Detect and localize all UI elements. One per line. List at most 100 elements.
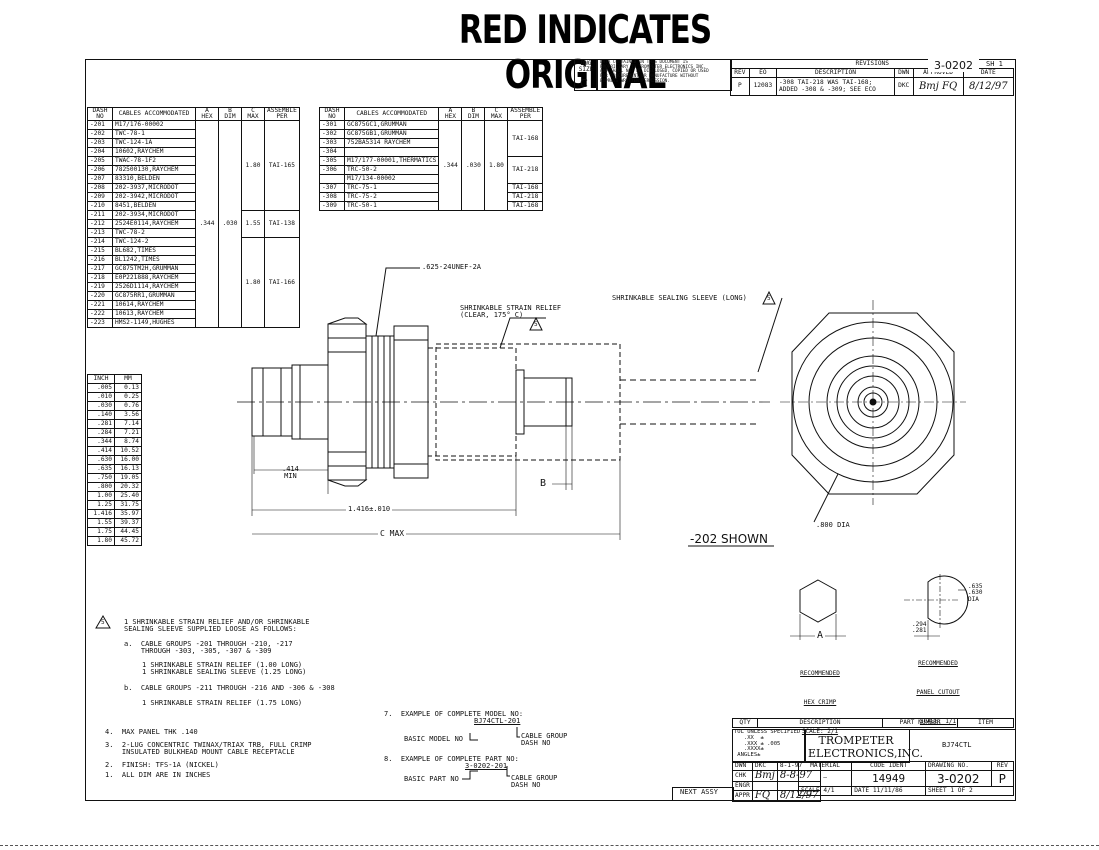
- cutout-dims-flat: .294 .281: [912, 621, 927, 635]
- table2-header-5: ASSEMBLE PER: [507, 106, 544, 122]
- cable-name: TRC-50-1: [343, 201, 440, 212]
- a-hex-value: .344: [195, 120, 219, 329]
- cable-name: HMS2-1149,HUGHES: [112, 318, 196, 329]
- revision-dwn: DKC: [893, 77, 914, 96]
- c-max-value: 1.80: [241, 237, 265, 329]
- flag-5-sealing-sleeve: 5: [767, 295, 771, 302]
- note-7: 7. EXAMPLE OF COMPLETE MODEL NO:: [384, 710, 524, 718]
- table1-header-5: ASSEMBLE PER: [264, 106, 300, 122]
- table1-header-0: DASH NO: [87, 106, 113, 122]
- dim-b: B: [540, 478, 547, 489]
- rev-label: REV: [990, 761, 1015, 771]
- dim-414-min: .414 MIN: [282, 465, 299, 481]
- note-2: 2. FINISH: TFS-1A (NICKEL): [105, 761, 219, 769]
- code-ident-value: 14949: [851, 770, 926, 787]
- qty-header: QTY: [732, 718, 758, 728]
- date-value: DATE 11/11/86: [851, 786, 926, 796]
- header-drawing-number: 3-0202: [928, 59, 979, 72]
- eo-value: 12083: [748, 77, 778, 96]
- revisions-table: REVISIONS REV EO DESCRIPTION DWN APPROVE…: [730, 59, 1015, 96]
- dia-800: .800 DIA: [816, 521, 850, 529]
- material-label: MATERIAL: [797, 761, 853, 771]
- flag-5-note: 5: [101, 619, 105, 626]
- hex-caption-line-3: SCALE: 2/1: [801, 727, 839, 735]
- hex-dim-a: A: [815, 630, 826, 641]
- code-ident-label: CODE IDENT: [851, 761, 926, 771]
- basic-part-label: BASIC PART NO: [404, 775, 459, 783]
- cutout-caption-line-1: RECOMMENDED: [918, 660, 958, 668]
- company-name: TROMPETER ELECTRONICS,INC.: [808, 734, 923, 760]
- dwn-label: DWN: [732, 761, 753, 771]
- assemble-per-value: TAI-168: [507, 201, 544, 212]
- assemble-per-value: TAI-165: [264, 120, 300, 212]
- dwg-size-label: DWG SIZE: [578, 60, 594, 74]
- title-model: BJ74CTL: [942, 741, 972, 749]
- parts-list-header: QTY DESCRIPTION PART NUMBER ITEM: [732, 718, 1014, 728]
- c-max-value: 1.80: [241, 120, 265, 212]
- assemble-per-value: TAI-168: [507, 120, 544, 158]
- drawing-border: [85, 59, 1016, 801]
- trim-line: [0, 845, 1099, 846]
- mm-value: 45.72: [114, 536, 142, 546]
- example-model-number: BJ74CTL-201: [474, 717, 521, 725]
- drawing-id-grid: MATERIAL CODE IDENT DRAWING NO. REV — 14…: [797, 761, 1015, 796]
- cable-group-label-7: CABLE GROUP DASH NO: [521, 732, 568, 748]
- table2-header-1: CABLES ACCOMMODATED: [343, 106, 440, 122]
- revision-description: -308 TAI-218 WAS TAI-168; ADDED -308 & -…: [776, 77, 895, 96]
- engr-label: ENGR: [732, 781, 753, 791]
- dim-c-max: C MAX: [378, 529, 407, 539]
- cutout-caption-line-2: PANEL CUTOUT: [916, 688, 960, 696]
- dwg-size-value: C: [580, 77, 588, 90]
- red-indicates-original-banner: RED INDICATES ORIGINAL: [458, 8, 712, 98]
- header-sheet: SH 1: [986, 60, 1003, 69]
- chk-signature: Bmj: [751, 770, 778, 782]
- drawing-number-value: 3-0202: [925, 770, 992, 787]
- view-label-202-shown: -202 SHOWN: [690, 532, 768, 546]
- next-assy-box: [672, 787, 734, 801]
- table1-header-2: A HEX: [195, 106, 219, 122]
- note-1-strain-relief: 1 SHRINKABLE STRAIN RELIEF AND/OR SHRINK…: [124, 618, 310, 634]
- note-3: 3. 2-LUG CONCENTRIC TWINAX/TRIAX TRB, FU…: [105, 741, 312, 757]
- note-1: 1. ALL DIM ARE IN INCHES: [105, 771, 211, 779]
- table2-header-2: A HEX: [438, 106, 463, 122]
- note-8: 8. EXAMPLE OF COMPLETE PART NO:: [384, 755, 519, 763]
- a-hex-value: .344: [438, 120, 463, 212]
- hex-caption-line-1: RECOMMENDED: [800, 670, 840, 678]
- revision-date: 8/12/97: [962, 77, 1015, 96]
- cutout-dims-dia: .635 .630 DIA: [968, 583, 983, 603]
- rev-value-title: P: [990, 770, 1015, 787]
- b-dim-value: .030: [461, 120, 486, 212]
- note-b-items: 1 SHRINKABLE STRAIN RELIEF (1.75 LONG): [142, 699, 303, 707]
- c-max-value: 1.80: [484, 120, 509, 212]
- chk-label: CHK: [732, 770, 753, 782]
- sheet-value: SHEET 1 OF 2: [925, 786, 1014, 796]
- appr-signature: FQ: [751, 790, 778, 802]
- assemble-per-value: TAI-138: [264, 210, 300, 239]
- strain-relief-callout: SHRINKABLE STRAIN RELIEF (CLEAR, 175° C): [460, 304, 562, 320]
- sealing-sleeve-callout: SHRINKABLE SEALING SLEEVE (LONG): [612, 294, 747, 302]
- part-number-header: PART NUMBER: [882, 718, 958, 728]
- flag-5-strain-relief: 5: [534, 321, 538, 328]
- basic-model-label: BASIC MODEL NO: [404, 735, 464, 743]
- table2-header-0: DASH NO: [319, 106, 345, 122]
- proprietary-notice: DATA CONTAINED IN THIS DOCUMENT IS PROPR…: [600, 60, 709, 84]
- next-assy-label: NEXT ASSY: [680, 788, 718, 796]
- thread-callout: .625-24UNEF-2A: [422, 263, 482, 271]
- tolerance-text: TOL UNLESS SPECIFIED .XX ± .XXX ± .005 .…: [734, 729, 801, 759]
- cable-group-label-8: CABLE GROUP DASH NO: [511, 774, 558, 790]
- note-4: 4. MAX PANEL THK .140: [105, 728, 198, 736]
- hex-caption-line-2: HEX CRIMP: [803, 698, 837, 706]
- dwg-size-box: [574, 59, 598, 91]
- hex-crimp-caption: RECOMMENDED HEX CRIMP SCALE: 2/1: [790, 650, 850, 746]
- appr-label: APPR: [732, 790, 753, 802]
